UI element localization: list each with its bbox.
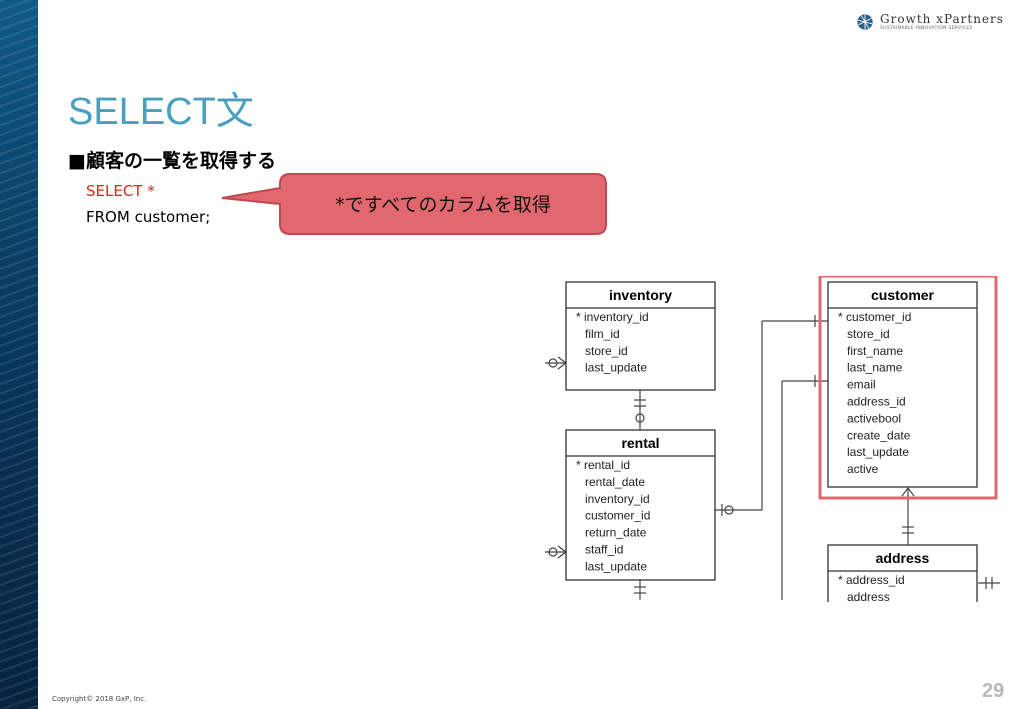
decorative-sidebar <box>0 0 38 709</box>
sql-line-select: SELECT * <box>86 182 155 200</box>
erd-table-name: address <box>876 550 930 566</box>
erd-field: address <box>847 590 890 602</box>
erd-field: customer_id <box>585 509 650 523</box>
erd-field: rental_date <box>585 475 645 489</box>
erd-field: staff_id <box>585 543 623 557</box>
erd-table-name: customer <box>871 287 935 303</box>
erd-table-rental: rental * rental_id rental_date inventory_id… <box>565 429 716 581</box>
erd-table-inventory: inventory * inventory_id film_id store_idla… <box>565 281 716 391</box>
erd-field: film_id <box>585 327 620 341</box>
erd-field: * address_id <box>838 573 905 587</box>
callout-text: *ですべてのカラムを取得 <box>335 193 551 216</box>
brand-name: Growth xPartners <box>880 12 1004 26</box>
page-number: 29 <box>982 680 1005 702</box>
erd-field: email <box>847 378 876 392</box>
slide-subtitle: ■顧客の一覧を取得する <box>68 150 276 172</box>
copyright-text: Copyright© 2018 GxP, Inc. <box>52 695 147 703</box>
erd-field: active <box>847 462 879 476</box>
erd-field: inventory_id <box>585 492 650 506</box>
erd-field: address_id <box>847 395 906 409</box>
sql-line-from: FROM customer; <box>86 208 211 226</box>
erd-table-name: inventory <box>609 287 672 303</box>
erd-table-customer: customer * customer_id store_id first_namel… <box>827 281 978 488</box>
erd-field: last_name <box>847 361 903 375</box>
erd-field: * customer_id <box>838 310 911 324</box>
erd-field: last_update <box>847 445 909 459</box>
erd-field: return_date <box>585 526 647 540</box>
brand-tagline: SUSTAINABLE INNOVATION SERVICES <box>880 26 973 31</box>
erd-field: * inventory_id <box>576 310 649 324</box>
erd-field: first_name <box>847 344 903 358</box>
slide-title: SELECT文 <box>68 91 254 133</box>
erd-field: last_update <box>585 361 647 375</box>
erd-table-name: rental <box>621 435 659 451</box>
erd-field: last_update <box>585 559 647 573</box>
erd-field: store_id <box>585 344 628 358</box>
globe-icon <box>857 13 873 30</box>
erd-field: * rental_id <box>576 458 630 472</box>
er-diagram: inventory * inventory_id film_id store_idla… <box>545 276 1000 602</box>
erd-field: create_date <box>847 428 911 442</box>
erd-field: activebool <box>847 411 901 425</box>
erd-field: store_id <box>847 327 890 341</box>
brand-logo: Growth xPartners SUSTAINABLE INNOVATION … <box>856 12 1004 31</box>
